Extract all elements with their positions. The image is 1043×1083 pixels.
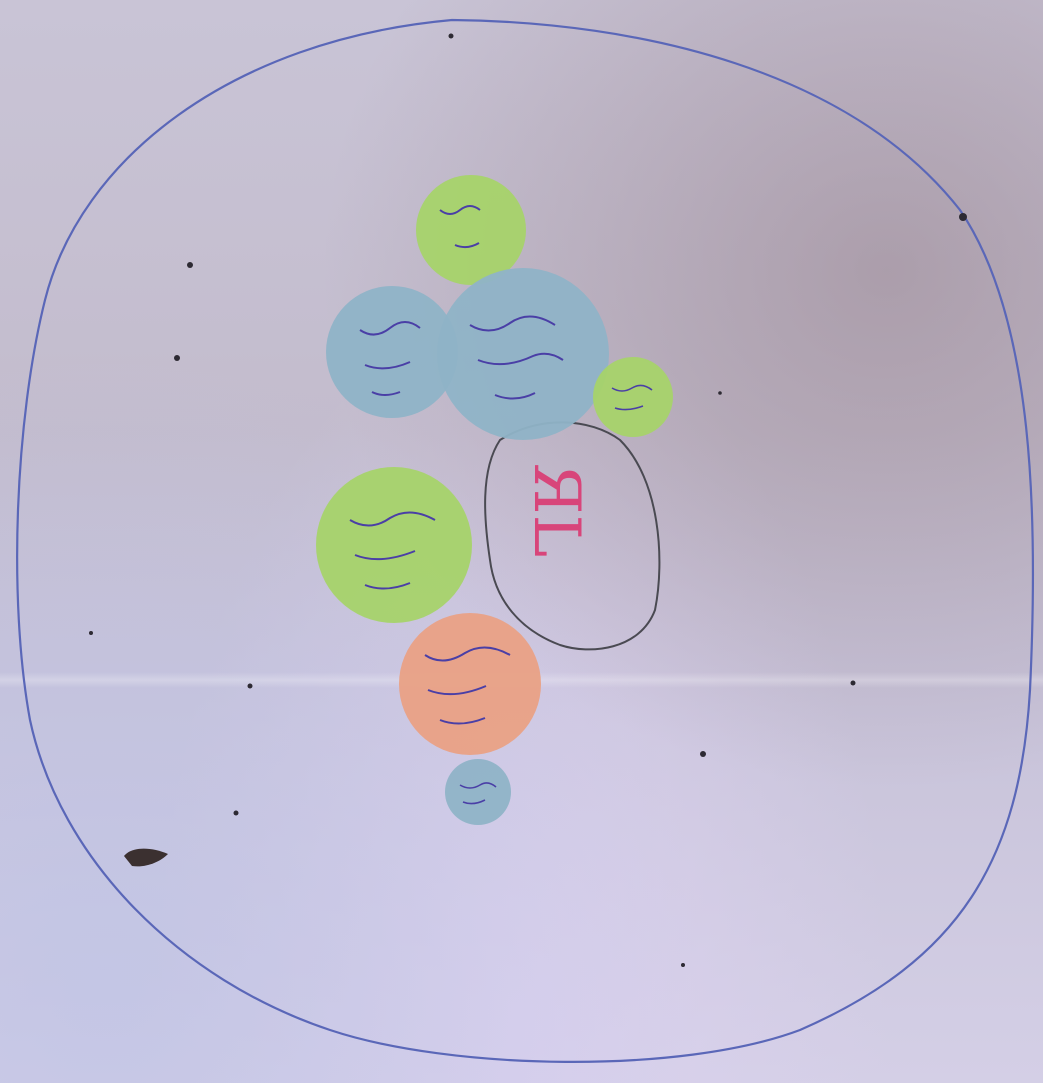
center-label: ЯL — [519, 463, 593, 557]
disc-green-small-right — [593, 357, 673, 437]
dark-smudge — [124, 849, 168, 867]
disc-blue-large — [437, 268, 609, 440]
disc-green-top — [416, 175, 526, 285]
disc-blue-small-bottom — [445, 759, 511, 825]
disc-orange — [399, 613, 541, 755]
disc-green-middle — [316, 467, 472, 623]
